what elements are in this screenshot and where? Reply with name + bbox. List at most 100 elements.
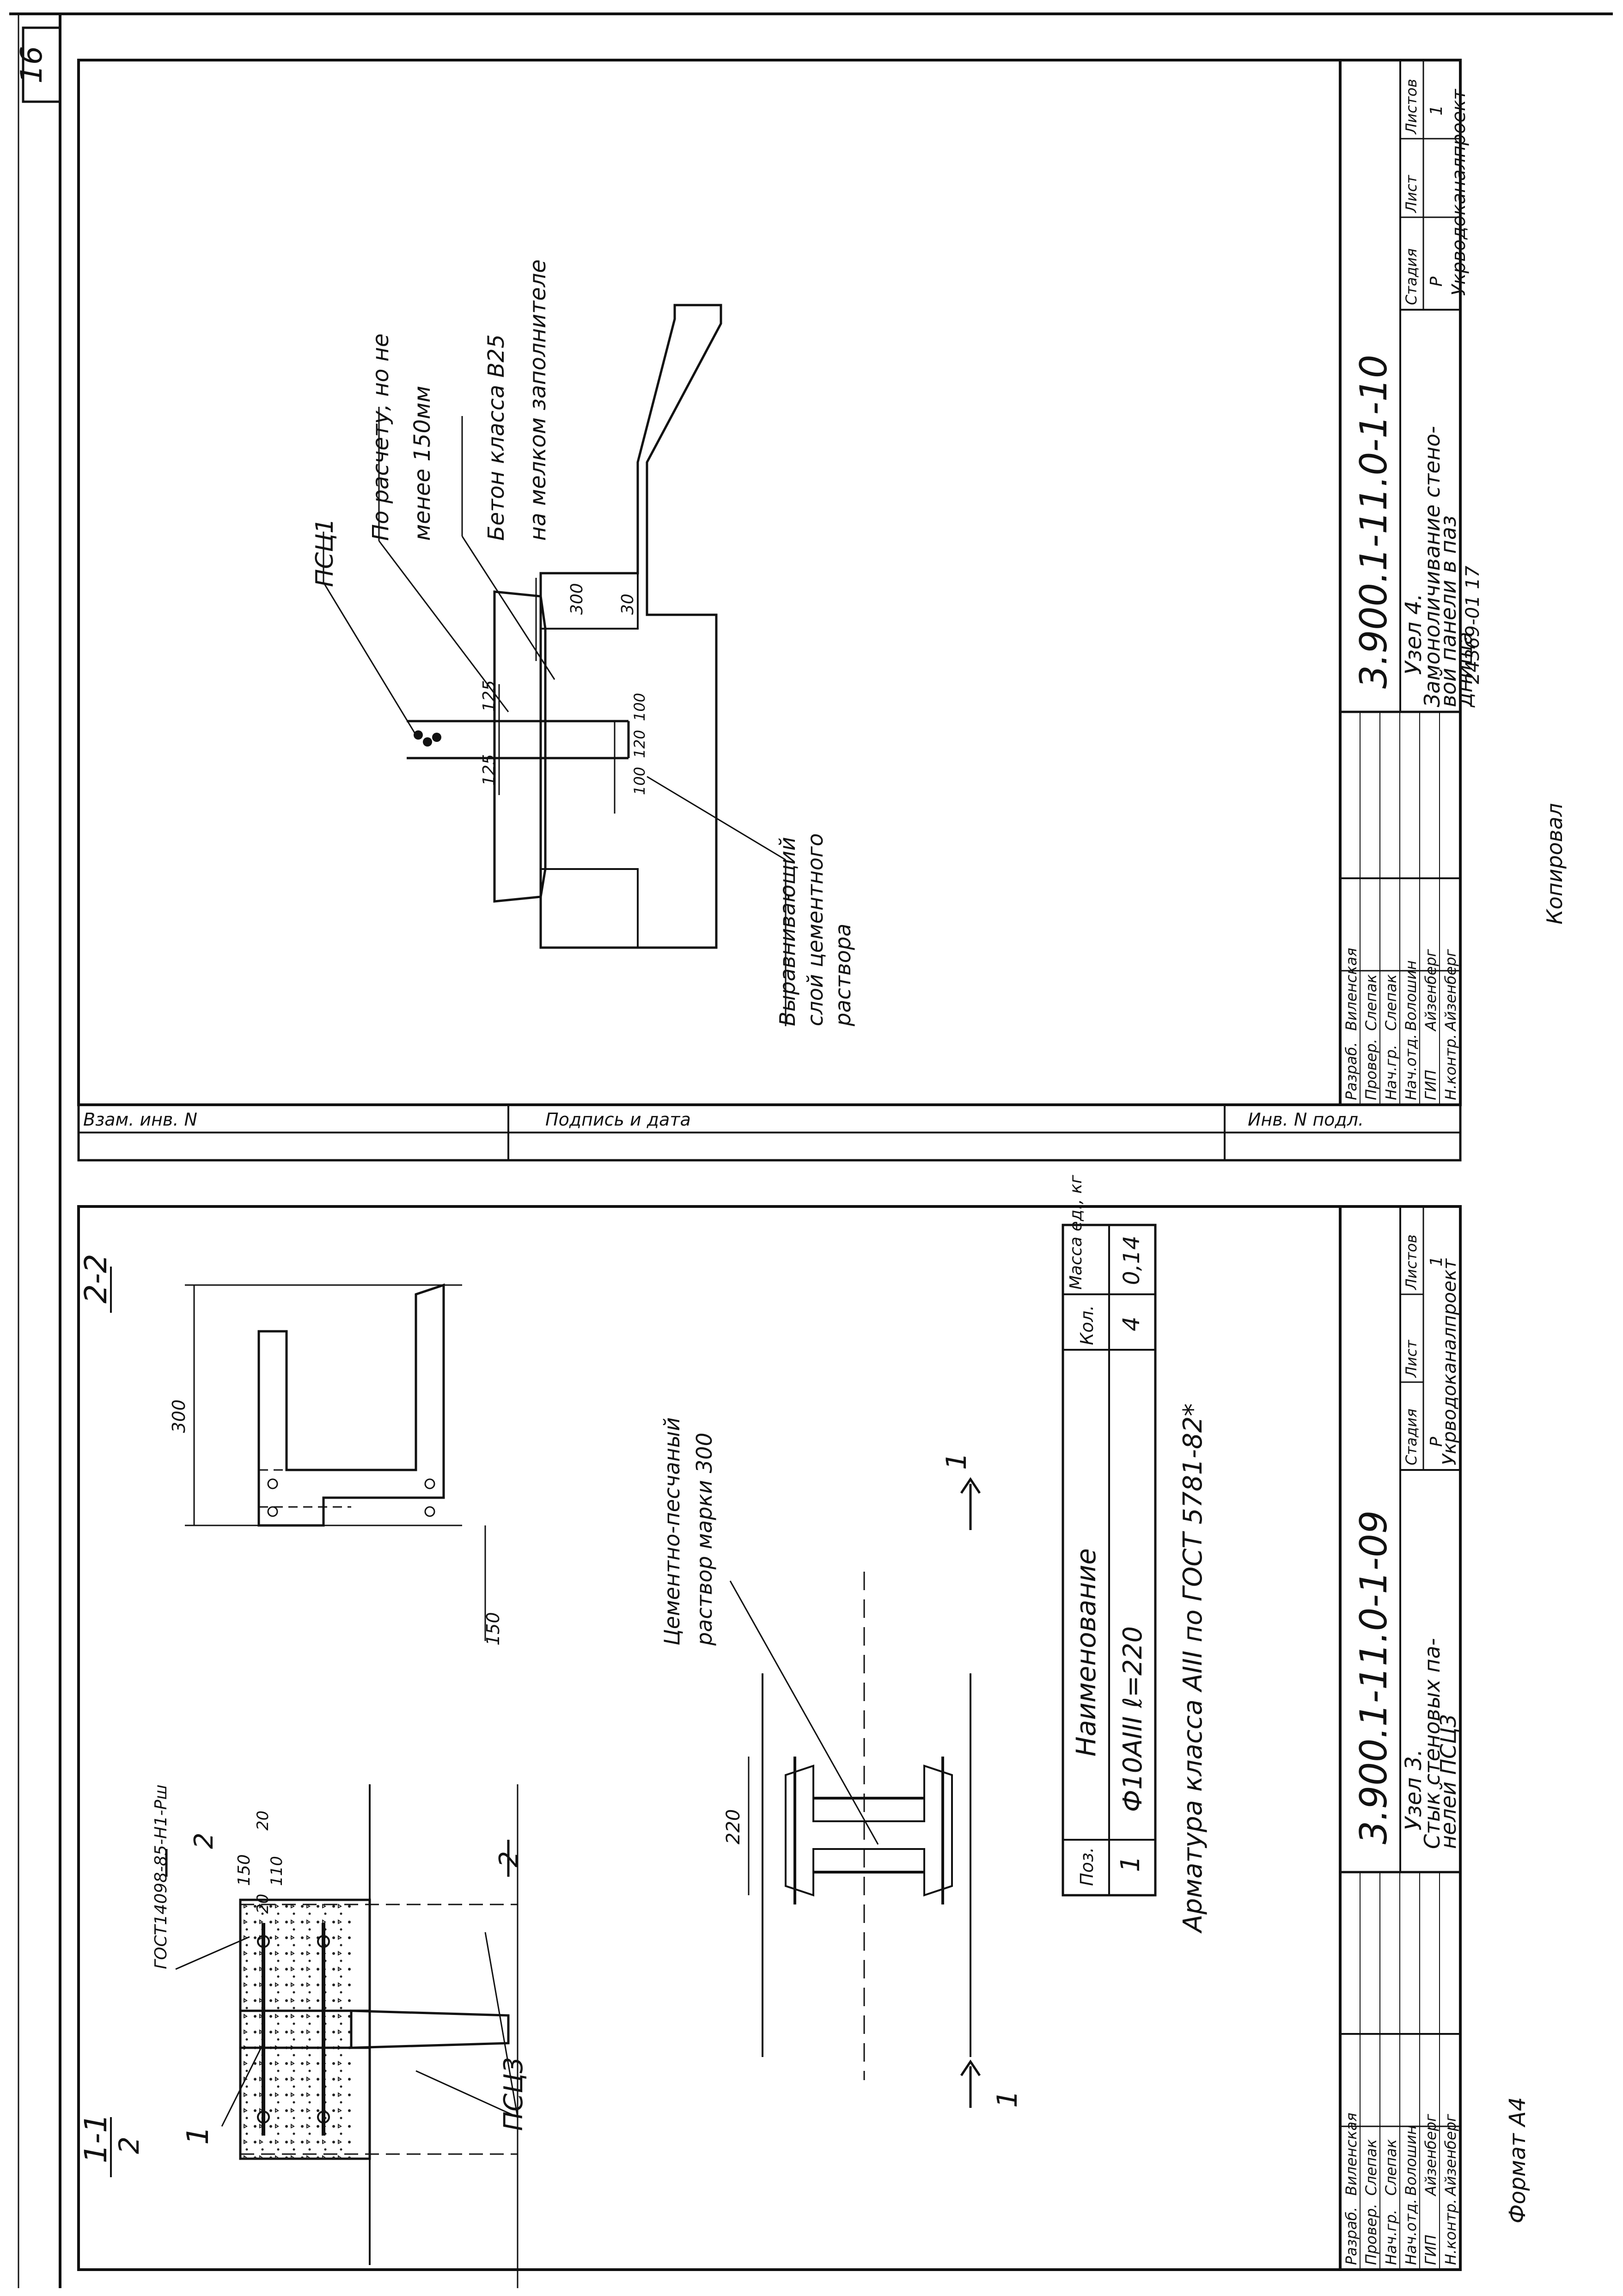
tb4-name-4: Волошин [1402,960,1420,1031]
callout-concrete-1: Бетон класса В25 [483,334,509,541]
sheet-4-frame [77,59,1462,1106]
callout-depth-2: менее 150мм [409,386,435,541]
tb4-name-3: Слепак [1382,974,1400,1031]
strip-label-3: Взам. инв. N [83,1109,197,1130]
tb4-header-sheets: Листов [1403,79,1420,135]
wall-rebar-dot [414,730,423,740]
tb3-staff-table: Разраб. Виленская Провер. Слепак Нач.гр.… [1340,1872,1460,2270]
tb4-value-sheets: 1 [1427,105,1446,116]
joint-web [350,2009,510,2049]
dim-20b: 20 [254,1894,272,1914]
copied-label: Копировал [1542,803,1567,925]
callout-depth-1: По расчету, но не [368,333,394,541]
dim-125-b: 125 [480,754,499,786]
tb3-name-1: Виленская [1342,2112,1360,2196]
tb4-title-line-4: днища [1452,632,1477,708]
tb4-role-5: ГИП [1422,1070,1440,1100]
leader-psc1 [323,582,417,735]
joint-mortar-fill [785,1764,953,1897]
spec-header-qty: Кол. [1077,1305,1097,1345]
tb4-value-stage: Р [1427,276,1446,287]
cut-mark-1-bottom: 1 [991,2090,1024,2108]
tb3-title-line-1: Узел 3. [1401,1749,1427,1831]
page-number-box [22,26,61,103]
tb3-org: Укрводоканалпроект [1439,1258,1460,1465]
tb3-role-1: Разраб. [1342,2207,1360,2265]
tb3-role-4: Нач.отд. [1402,2199,1420,2265]
tb3-name-4: Волошин [1402,2125,1420,2196]
gost-label: ГОСТ14098-85-Н1-Рш [152,1785,171,1969]
tb4-header-stage: Стадия [1403,248,1420,305]
page-number: 16 [15,46,49,83]
dim-110: 110 [268,1856,286,1886]
spec-row-name: Ф10АIII ℓ=220 [1118,1626,1148,1812]
tb3-title-line-3: нелей ПСЦ3 [1436,1714,1461,1849]
dim-100-b: 100 [631,767,648,795]
section-2-2: 2-2 300 150 [78,1254,503,1646]
dim-120: 120 [631,730,648,758]
cut-mark-1-top: 1 [940,1452,973,1470]
title-block-3: Стадия Лист Листов Р 1 Укрводоканалпроек… [1339,1205,1462,2271]
callout-leveling-2: слой цементного [803,833,828,1026]
section-2-2-label: 2-2 [78,1254,114,1304]
tb3-value-sheets: 1 [1427,1256,1446,1267]
tb4-role-1: Разраб. [1342,1042,1360,1100]
rebar-note: Арматура класса АIII по ГОСТ 5781-82* [1178,1403,1208,1934]
leader-leveling [647,776,786,861]
tb4-name-5: Айзенберг [1422,949,1440,1032]
tb3-name-3: Слепак [1382,2139,1400,2196]
node-4-drawing: 125 125 300 30 100 120 100 ПСЦ1 По расче… [311,259,855,1027]
sheet-node-3: Стадия Лист Листов Р 1 Укрводоканалпроек… [77,1175,1462,2288]
strip-label-2: Подпись и дата [545,1109,691,1130]
dim-150a: 150 [235,1854,254,1886]
tb3-title-line-2: Стык стеновых па- [1420,1638,1445,1849]
tb3-role-5: ГИП [1422,2235,1440,2265]
sheet-node-4: Взам. инв. N Подпись и дата Инв. N подл.… [77,59,1483,1162]
format-label: Формат А4 [1505,2097,1531,2223]
leader-concrete [461,536,555,680]
tb4-staff-table: Разраб. Виленская Провер. Слепак Нач.гр.… [1340,712,1460,1105]
mortar-label-2: раствор марки 300 [692,1433,717,1646]
tb3-role-3: Нач.гр. [1382,2210,1400,2265]
tb4-role-4: Нач.отд. [1402,1034,1420,1100]
leader-depth [378,540,509,712]
dim-150b: 150 [483,1612,503,1646]
tb3-name-2: Слепак [1362,2139,1380,2196]
section-1-1-label: 1-1 [78,2113,114,2163]
tb4-role-2: Провер. [1362,1039,1380,1100]
tb4-title-line-1: Узел 4. [1401,594,1427,675]
tb4-code: 3.900.1-11.0-1-10 [1352,355,1395,689]
tb3-value-stage: Р [1427,1437,1446,1447]
slab-hatched-section [539,304,722,949]
mortar-label-1: Цементно-песчаный [659,1417,684,1646]
dim-300: 300 [567,583,586,615]
tb3-header-sheet: Лист [1403,1340,1420,1378]
dim-20a: 20 [254,1811,272,1831]
tb3-code: 3.900.1-11.0-1-09 [1352,1510,1395,1844]
tb3-header-sheets: Листов [1403,1234,1420,1290]
callout-leveling-1: Выравнивающий [775,837,800,1027]
tb3-role-6: Н.контр. [1442,2199,1459,2265]
spec-row-mass: 0,14 [1119,1236,1145,1285]
callout-psc1: ПСЦ1 [311,518,339,587]
tb4-doc-number: 24369-01 17 [1462,565,1483,684]
tb3-name-6: Айзенберг [1442,2114,1459,2197]
side-strip: Взам. инв. N Подпись и дата Инв. N подл. [77,1103,1462,1162]
tb4-header-sheet: Лист [1403,175,1420,213]
tb4-name-6: Айзенберг [1442,949,1459,1032]
cut-mark-2-top: 2 [189,1832,219,1849]
groove-concrete-fill [493,590,547,903]
spec-header-mass: Масса ед., кг [1067,1175,1086,1290]
section-1-1-sub: 2 [113,2137,146,2154]
joint-plan-view: 220 Цементно-песчаный раствор марки 300 … [659,1417,1024,2108]
strip-label-1: Инв. N подл. [1248,1109,1364,1130]
tb4-name-1: Виленская [1342,948,1360,1031]
spec-header-name: Наименование [1070,1548,1102,1757]
tb4-role-3: Нач.гр. [1382,1045,1400,1100]
tb4-role-6: Н.контр. [1442,1034,1459,1100]
dim-100-a: 100 [631,693,648,721]
spec-header-pos: Поз. [1077,1847,1097,1886]
tb4-title-line-3: вой панели в паз [1436,515,1461,707]
